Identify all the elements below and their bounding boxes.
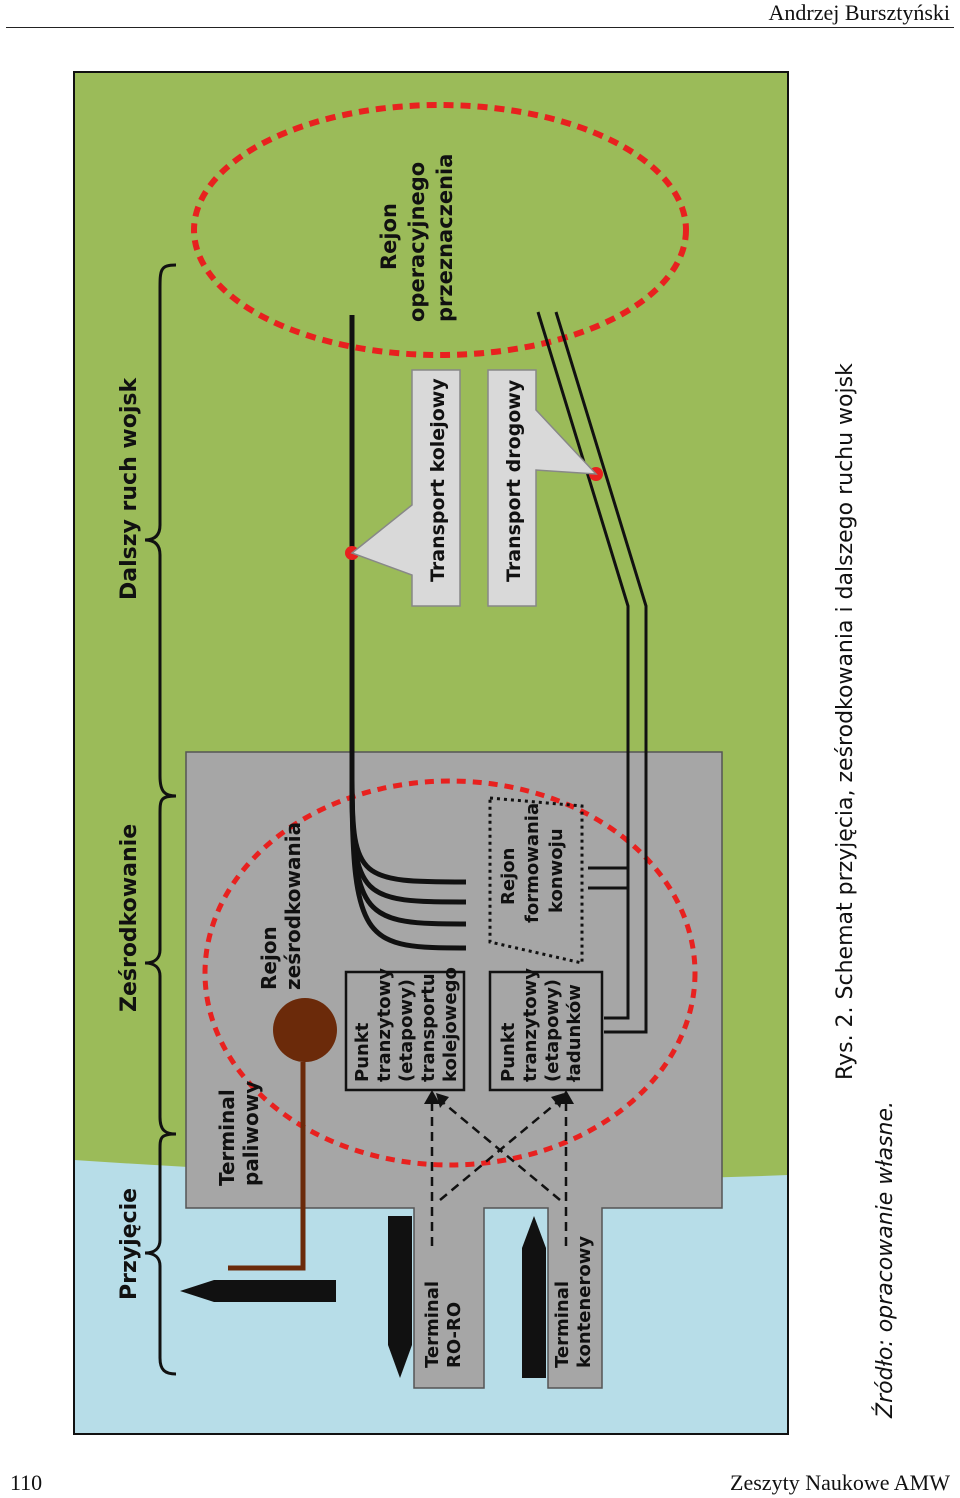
concentration-area-label: Rejon ześrodkowania [257, 822, 305, 990]
operational-area-label: Rejon operacyjnego przeznaczenia [377, 154, 457, 322]
header-rule [6, 27, 954, 28]
running-head-author: Andrzej Bursztyński [768, 0, 950, 25]
roro-ship-icon [388, 1216, 412, 1378]
port-area [185, 751, 723, 1389]
figure-frame [73, 71, 789, 1435]
cargo-transit-point-box [488, 970, 604, 1092]
road-transport-label: Transport drogowy [503, 379, 525, 582]
page-number: 110 [10, 1470, 43, 1495]
flow-arrows [430, 1098, 568, 1246]
phase-braces [144, 263, 177, 1376]
concentration-area-boundary [202, 778, 698, 1168]
rail-transit-point-box [344, 970, 466, 1092]
operational-area-boundary [191, 102, 689, 358]
figure-caption: Rys. 2. Schemat przyjęcia, ześrodkowania… [833, 363, 858, 1080]
rail-transit-point-label: Punkt tranzytowy (etapowy) transportu ko… [352, 962, 461, 1082]
road-transport-callout [487, 369, 598, 607]
journal-name: Zeszyty Naukowe AMW [730, 1470, 950, 1495]
rail-transport-callout [350, 369, 461, 607]
container-ship-icon [522, 1216, 546, 1378]
rail-transport-label: Transport kolejowy [427, 378, 449, 582]
cargo-transit-point-label: Punkt tranzytowy (etapowy) ładunków [498, 962, 585, 1083]
phase-label-further-movement: Dalszy ruch wojsk [117, 377, 142, 600]
fuel-terminal-label: Terminal paliwowy [215, 1081, 263, 1186]
phase-label-reception: Przyjęcie [117, 1188, 142, 1300]
figure-source: Źródło: opracowanie własne. [872, 1101, 898, 1419]
phase-label-concentration: Ześrodkowanie [117, 824, 142, 1012]
container-terminal-label: Terminal kontenerowy [552, 1236, 595, 1368]
tanker-ship-icon [180, 1280, 336, 1302]
flow-arrowheads [424, 1090, 574, 1108]
convoy-forming-area-label: Rejon formowania konwoju [498, 797, 567, 923]
fuel-tank-icon [273, 998, 337, 1062]
road-lines [536, 311, 648, 1034]
fuel-pipeline [228, 1062, 306, 1271]
roro-terminal-label: Terminal RO-RO [422, 1275, 465, 1368]
